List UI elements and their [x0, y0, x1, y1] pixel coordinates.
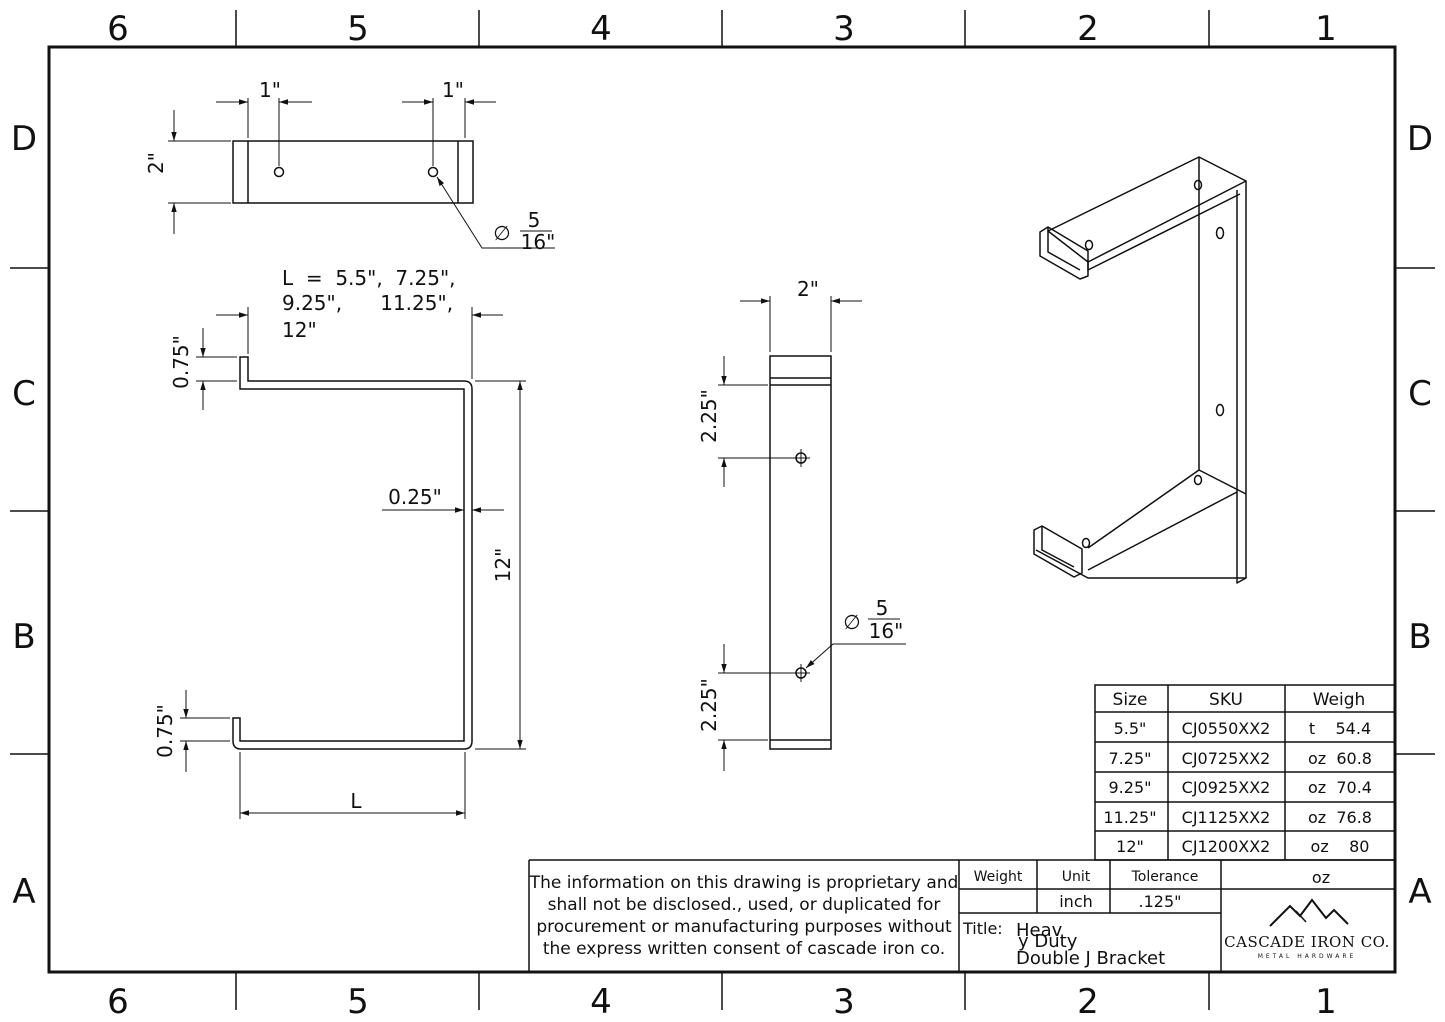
- zone-row-b-left: B: [12, 617, 35, 657]
- size-table-header-sku: SKU: [1209, 690, 1243, 710]
- table-row-2-sku: CJ0725XX2: [1182, 749, 1271, 768]
- table-row-4-size: 11.25": [1103, 808, 1156, 827]
- company-name: CASCADE IRON CO.: [1224, 933, 1390, 951]
- zone-col-1-bottom: 1: [1315, 982, 1337, 1022]
- zone-col-5-bottom: 5: [347, 982, 369, 1022]
- unit-label: Unit: [1062, 869, 1091, 885]
- front-view-outline: [769, 355, 832, 750]
- company-tagline: METAL HARDWARE: [1258, 953, 1357, 960]
- isometric-view: [1033, 156, 1247, 584]
- company-logo: CASCADE IRON CO. METAL HARDWARE: [1224, 898, 1390, 960]
- top-view-diameter-symbol: ∅: [493, 221, 510, 245]
- side-view-length-note-line2: 9.25", 11.25",: [282, 291, 453, 315]
- front-view-dimension-lines: [718, 296, 906, 771]
- zone-row-a-left: A: [12, 872, 35, 912]
- zone-col-4-top: 4: [590, 9, 612, 49]
- weight-label: Weight: [974, 869, 1023, 885]
- zone-row-b-right: B: [1408, 617, 1431, 657]
- zone-row-c-right: C: [1408, 374, 1432, 414]
- tolerance-value: .125": [1139, 892, 1182, 911]
- side-view-length-note-line3: 12": [282, 318, 317, 342]
- zone-row-a-right: A: [1408, 872, 1431, 912]
- front-view-hole-from-bottom: 2.25": [697, 678, 721, 732]
- table-row-4-weight: oz 76.8: [1308, 808, 1372, 827]
- side-view-lip-bottom: 0.75": [153, 704, 177, 758]
- top-view-dimension-lines: [168, 98, 555, 249]
- table-row-1-weight: t 54.4: [1309, 719, 1371, 738]
- front-view-diameter-symbol: ∅: [843, 610, 860, 634]
- zone-col-6-top: 6: [107, 9, 129, 49]
- top-view-hole-offset-right: 1": [442, 78, 464, 102]
- side-view-length-note-line1: L = 5.5", 7.25",: [282, 266, 456, 290]
- top-view: 1" 1" 2" ∅ 5 16": [144, 78, 555, 254]
- top-view-outline: [232, 140, 474, 204]
- zone-col-3-bottom: 3: [833, 982, 855, 1022]
- side-view: L = 5.5", 7.25", 9.25", 11.25", 12" 0.75…: [153, 266, 526, 819]
- zone-col-5-top: 5: [347, 9, 369, 49]
- front-view-width: 2": [797, 277, 819, 301]
- zone-col-2-bottom: 2: [1077, 982, 1099, 1022]
- tolerance-label: Tolerance: [1131, 869, 1199, 885]
- front-view-hole-dia-numerator: 5: [876, 596, 889, 620]
- zone-row-c-left: C: [12, 374, 36, 414]
- zone-col-6-bottom: 6: [107, 982, 129, 1022]
- side-view-lip-top: 0.75": [169, 335, 193, 389]
- top-view-hole-dia-numerator: 5: [528, 208, 541, 232]
- table-row-2-size: 7.25": [1109, 749, 1152, 768]
- size-table: Size SKU Weigh 5.5" CJ0550XX2 t 54.4 7.2…: [1094, 684, 1396, 861]
- side-view-thickness: 0.25": [388, 485, 442, 509]
- drawing-frame: [10, 10, 1435, 1010]
- disclaimer-line-2: shall not be disclosed., used, or duplic…: [548, 895, 941, 915]
- top-view-hole-dia-denominator: 16": [521, 230, 556, 254]
- zone-col-2-top: 2: [1077, 9, 1099, 49]
- side-view-dimension-lines: [180, 307, 526, 819]
- title-line-3: Double J Bracket: [1016, 948, 1165, 969]
- title-line-1: Heav: [1016, 920, 1063, 941]
- disclaimer-line-4: the express written consent of cascade i…: [543, 939, 945, 959]
- table-row-4-sku: CJ1125XX2: [1182, 808, 1271, 827]
- weight-unit: oz: [1312, 868, 1330, 887]
- side-view-height: 12": [491, 548, 515, 583]
- table-row-3-size: 9.25": [1109, 778, 1152, 797]
- table-row-2-weight: oz 60.8: [1308, 749, 1372, 768]
- front-view: 2" 2.25" 2.25" ∅ 5 16": [697, 277, 906, 771]
- front-view-hole-from-top: 2.25": [697, 389, 721, 443]
- zone-labels: 6 5 4 3 2 1 6 5 4 3 2 1 D C B A D C B A: [11, 9, 1433, 1022]
- table-row-5-size: 12": [1116, 837, 1144, 856]
- zone-col-4-bottom: 4: [590, 982, 612, 1022]
- unit-value: inch: [1059, 892, 1093, 911]
- table-row-1-sku: CJ0550XX2: [1182, 719, 1271, 738]
- disclaimer-line-1: The information on this drawing is propr…: [529, 873, 959, 893]
- zone-row-d-left: D: [11, 119, 37, 159]
- title-line-2: y Duty: [1018, 931, 1078, 952]
- table-row-3-sku: CJ0925XX2: [1182, 778, 1271, 797]
- title-block: The information on this drawing is propr…: [528, 859, 1395, 972]
- top-view-width: 2": [144, 152, 168, 174]
- zone-row-d-right: D: [1407, 119, 1433, 159]
- size-table-header-weight: Weigh: [1313, 690, 1366, 710]
- table-row-1-size: 5.5": [1114, 719, 1147, 738]
- title-label: Title:: [962, 919, 1003, 938]
- size-table-header-size: Size: [1113, 690, 1148, 710]
- table-row-5-weight: oz 80: [1311, 837, 1370, 856]
- zone-col-3-top: 3: [833, 9, 855, 49]
- top-view-hole-offset-left: 1": [259, 78, 281, 102]
- side-view-length-symbol: L: [350, 789, 362, 813]
- side-view-profile: [232, 356, 473, 750]
- mountain-icon: [1269, 898, 1349, 927]
- zone-col-1-top: 1: [1315, 9, 1337, 49]
- disclaimer-line-3: procurement or manufacturing purposes wi…: [536, 917, 952, 937]
- table-row-3-weight: oz 70.4: [1308, 778, 1372, 797]
- table-row-5-sku: CJ1200XX2: [1182, 837, 1271, 856]
- front-view-hole-dia-denominator: 16": [869, 619, 904, 643]
